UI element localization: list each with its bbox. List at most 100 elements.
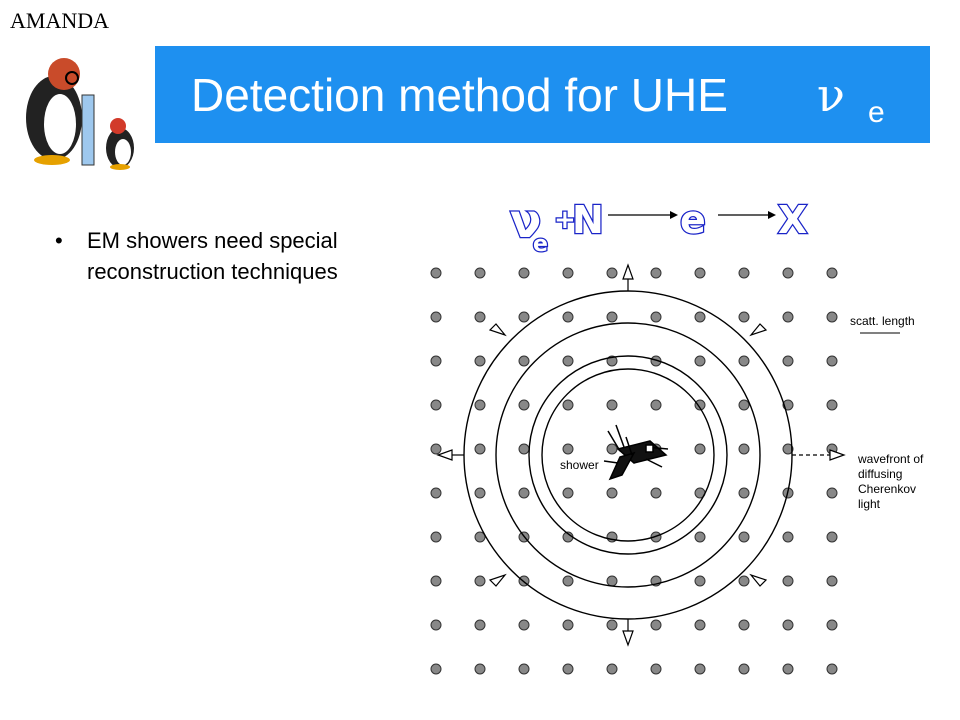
detector-module-dot xyxy=(738,443,750,455)
detector-module-dot xyxy=(826,267,838,279)
shower-label: shower xyxy=(560,458,599,472)
bullet-marker: • xyxy=(55,228,63,253)
detector-module-dot xyxy=(430,399,442,411)
detector-module-dot xyxy=(518,487,530,499)
detector-module-dot xyxy=(694,267,706,279)
detector-module-dot xyxy=(606,267,618,279)
title-nu-symbol: ν xyxy=(817,68,845,122)
bullet-list: • EM showers need special reconstruction… xyxy=(55,225,400,287)
detector-module-dot xyxy=(606,355,618,367)
detector-module-dot xyxy=(782,575,794,587)
detector-module-dot xyxy=(606,443,618,455)
detector-module-dot xyxy=(518,443,530,455)
detector-module-dot xyxy=(738,355,750,367)
detector-module-dot xyxy=(474,531,486,543)
detector-module-dot xyxy=(430,355,442,367)
detector-module-dot xyxy=(474,443,486,455)
detector-module-dot xyxy=(518,663,530,675)
penguin-scientist-icon xyxy=(26,58,134,170)
detector-module-dot xyxy=(562,399,574,411)
detector-module-dot xyxy=(782,531,794,543)
detector-grid xyxy=(430,267,838,675)
detector-module-dot xyxy=(694,619,706,631)
detector-module-dot xyxy=(518,619,530,631)
detector-module-dot xyxy=(474,267,486,279)
detector-module-dot xyxy=(694,443,706,455)
equation-plus: + xyxy=(554,205,576,235)
detector-module-dot xyxy=(650,619,662,631)
detector-module-dot xyxy=(518,399,530,411)
detector-module-dot xyxy=(826,663,838,675)
cherenkov-diagram: ν e + N e X scatt. length wavefront of d… xyxy=(430,193,924,675)
detector-module-dot xyxy=(518,311,530,323)
detector-module-dot xyxy=(738,267,750,279)
detector-module-dot xyxy=(826,575,838,587)
detector-module-dot xyxy=(826,487,838,499)
detector-module-dot xyxy=(782,311,794,323)
amanda-logo-text: AMANDA xyxy=(10,8,109,33)
detector-module-dot xyxy=(430,311,442,323)
detector-module-dot xyxy=(782,663,794,675)
bullet-item: • EM showers need special reconstruction… xyxy=(55,225,400,287)
detector-module-dot xyxy=(430,619,442,631)
bullet-text: EM showers need special reconstruction t… xyxy=(87,228,338,284)
detector-module-dot xyxy=(562,575,574,587)
detector-module-dot xyxy=(562,267,574,279)
wavefront-circle-inner xyxy=(541,368,715,542)
wavefront-label-1: wavefront of xyxy=(857,452,924,466)
detector-module-dot xyxy=(474,575,486,587)
detector-module-dot xyxy=(474,487,486,499)
detector-module-dot xyxy=(606,575,618,587)
wavefront-label-3: Cherenkov xyxy=(858,482,916,496)
detector-module-dot xyxy=(606,311,618,323)
detector-module-dot xyxy=(738,575,750,587)
equation-arrow-2-head xyxy=(768,211,776,219)
detector-module-dot xyxy=(694,355,706,367)
detector-module-dot xyxy=(562,487,574,499)
detector-module-dot xyxy=(650,399,662,411)
detector-module-dot xyxy=(738,311,750,323)
detector-module-dot xyxy=(826,531,838,543)
detector-module-dot xyxy=(606,487,618,499)
detector-module-dot xyxy=(474,311,486,323)
detector-module-dot xyxy=(606,399,618,411)
detector-module-dot xyxy=(562,619,574,631)
detector-module-dot xyxy=(562,311,574,323)
detector-module-dot xyxy=(782,443,794,455)
page-title: Detection method for UHE xyxy=(191,69,728,121)
detector-module-dot xyxy=(474,663,486,675)
detector-module-dot xyxy=(782,619,794,631)
detector-module-dot xyxy=(430,487,442,499)
detector-module-dot xyxy=(474,619,486,631)
wavefront-circle-3 xyxy=(495,322,761,588)
detector-module-dot xyxy=(694,575,706,587)
detector-module-dot xyxy=(430,443,442,455)
detector-module-dot xyxy=(738,663,750,675)
detector-module-dot xyxy=(606,619,618,631)
equation-N: N xyxy=(572,198,604,242)
detector-module-dot xyxy=(694,311,706,323)
wavefront-circle-2 xyxy=(528,355,728,555)
detector-module-dot xyxy=(430,575,442,587)
wavefront-label-4: light xyxy=(858,497,881,511)
detector-module-dot xyxy=(782,355,794,367)
wavefront-label-2: diffusing xyxy=(858,467,902,481)
detector-module-dot xyxy=(650,663,662,675)
detector-module-dot xyxy=(430,663,442,675)
detector-module-dot xyxy=(694,531,706,543)
detector-module-dot xyxy=(826,355,838,367)
equation-e: e xyxy=(680,198,706,242)
detector-module-dot xyxy=(518,267,530,279)
title-subscript: e xyxy=(868,96,885,129)
detector-module-dot xyxy=(738,619,750,631)
detector-module-dot xyxy=(474,355,486,367)
detector-module-dot xyxy=(650,311,662,323)
equation-X: X xyxy=(778,198,807,242)
detector-module-dot xyxy=(650,267,662,279)
detector-module-dot xyxy=(606,663,618,675)
detector-module-dot xyxy=(826,619,838,631)
equation-nu: ν xyxy=(510,194,541,248)
detector-module-dot xyxy=(782,267,794,279)
detector-module-dot xyxy=(562,663,574,675)
detector-module-dot xyxy=(694,663,706,675)
